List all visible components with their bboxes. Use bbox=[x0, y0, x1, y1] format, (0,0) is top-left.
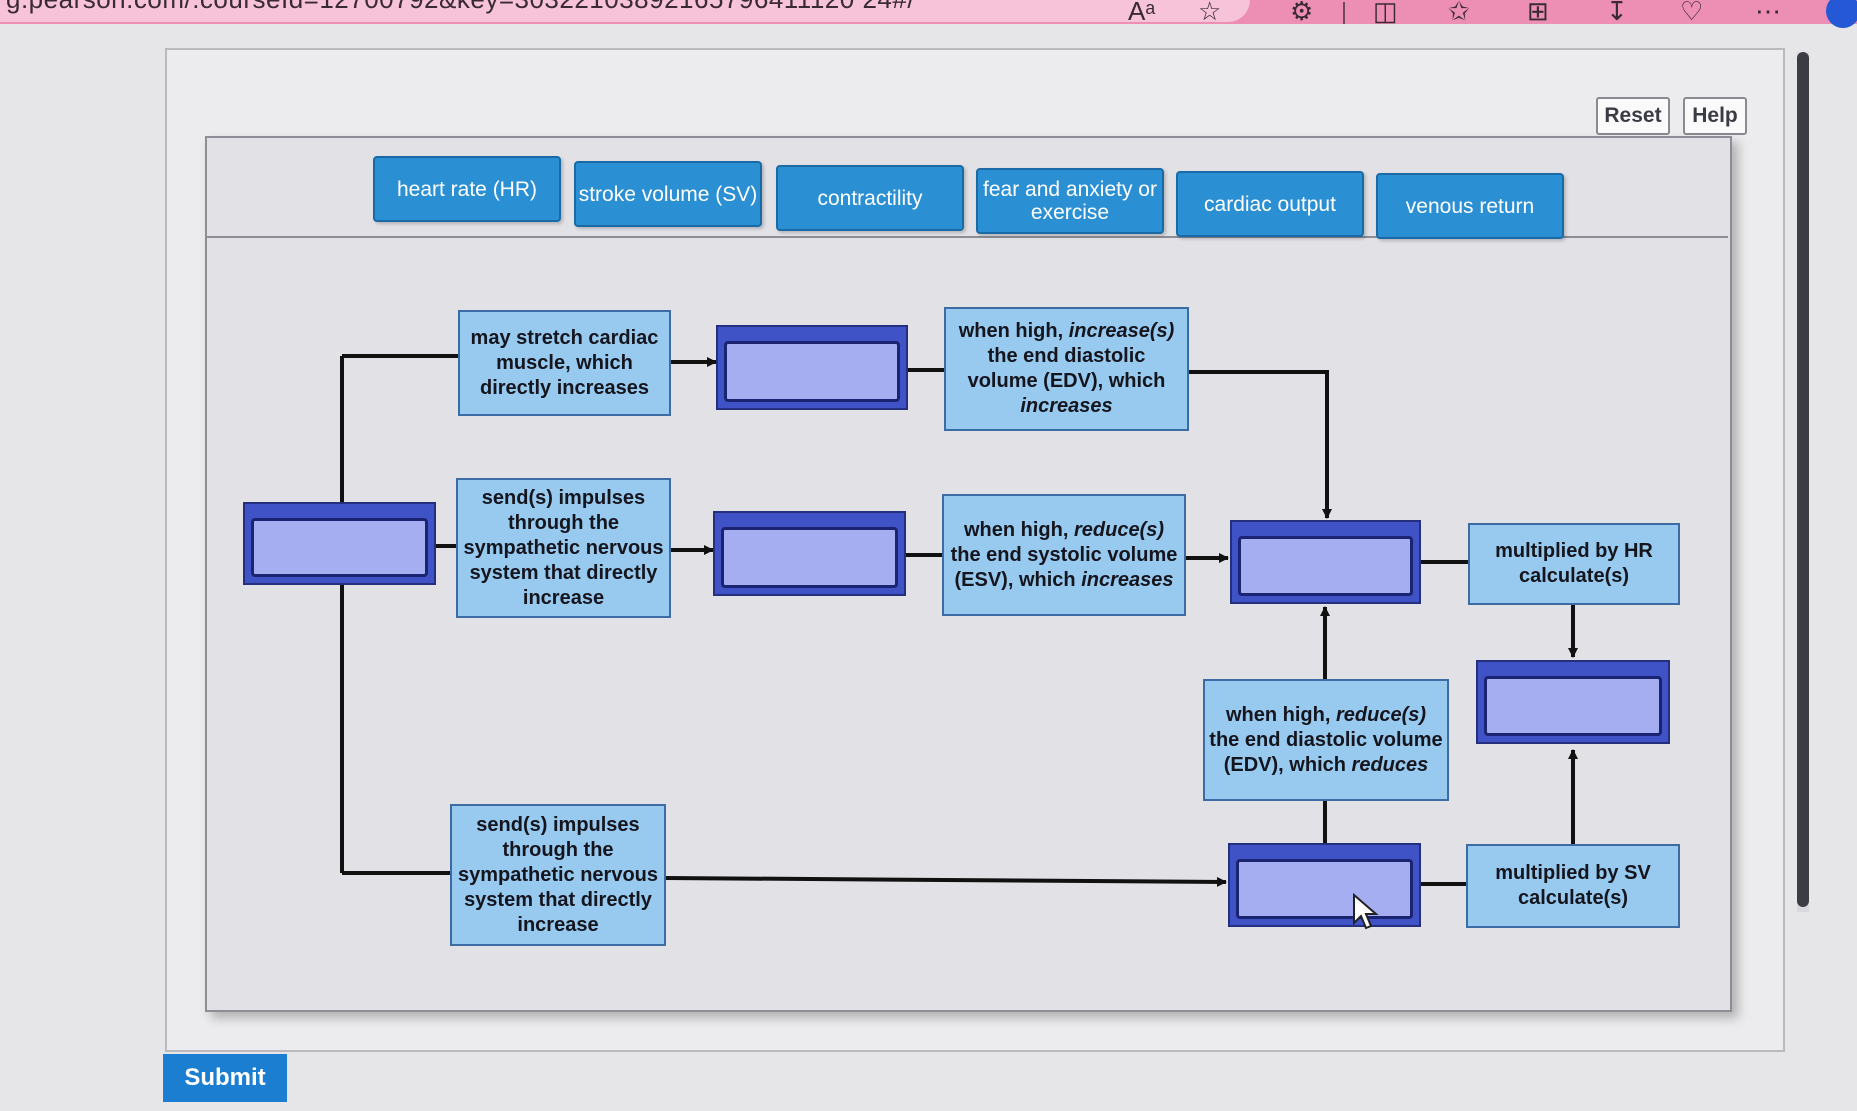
scrollbar-thumb[interactable] bbox=[1797, 52, 1809, 907]
address-bar[interactable]: g.pearson.com/.courseId=12700792&key=303… bbox=[0, 0, 1250, 22]
drop-target-center-well[interactable] bbox=[1238, 536, 1413, 596]
toolbar-separator bbox=[1343, 2, 1345, 24]
statement-stretch-cardiac-muscle: may stretch cardiac muscle, which direct… bbox=[458, 310, 671, 416]
label-chip-venous-return[interactable]: venous return bbox=[1376, 173, 1564, 239]
downloads-icon[interactable]: ↧ bbox=[1606, 0, 1628, 26]
label-chip-heart-rate[interactable]: heart rate (HR) bbox=[373, 156, 561, 222]
submit-button[interactable]: Submit bbox=[163, 1054, 287, 1102]
reset-button[interactable]: Reset bbox=[1596, 97, 1670, 135]
drop-target-row2-well[interactable] bbox=[721, 527, 898, 588]
collections-icon[interactable]: ⊞ bbox=[1527, 0, 1549, 26]
drop-target-source-well[interactable] bbox=[251, 518, 428, 577]
extensions-icon[interactable]: ⚙ bbox=[1290, 0, 1314, 26]
statement-edv-increase-text: when high, increase(s) the end diastolic… bbox=[958, 320, 1175, 417]
health-icon[interactable]: ♡ bbox=[1680, 0, 1704, 26]
label-chip-stroke-volume[interactable]: stroke volume (SV) bbox=[574, 161, 762, 227]
drop-target-row1-well[interactable] bbox=[724, 341, 900, 402]
drop-target-row2[interactable] bbox=[713, 511, 906, 596]
label-chip-contractility[interactable]: contractility bbox=[776, 165, 964, 231]
drop-target-bottom-well[interactable] bbox=[1236, 859, 1413, 919]
label-bank bbox=[205, 136, 1728, 238]
mouse-cursor-icon bbox=[1353, 893, 1379, 930]
drop-target-right-well[interactable] bbox=[1484, 676, 1662, 736]
favorites-list-icon[interactable]: ✩ bbox=[1448, 0, 1470, 26]
help-button[interactable]: Help bbox=[1683, 97, 1747, 135]
drop-target-row1[interactable] bbox=[716, 325, 908, 410]
statement-edv-reduce: when high, reduce(s) the end diastolic v… bbox=[1203, 679, 1449, 801]
statement-sympathetic-top: send(s) impulses through the sympathetic… bbox=[456, 478, 671, 618]
statement-sympathetic-bottom: send(s) impulses through the sympathetic… bbox=[450, 804, 666, 946]
statement-edv-reduce-text: when high, reduce(s) the end diastolic v… bbox=[1209, 703, 1443, 776]
drop-target-source[interactable] bbox=[243, 502, 436, 585]
more-icon[interactable]: ⋯ bbox=[1755, 0, 1781, 26]
address-bar-url: g.pearson.com/.courseId=12700792&key=303… bbox=[6, 0, 915, 15]
split-screen-icon[interactable]: ◫ bbox=[1373, 0, 1398, 26]
drop-target-right[interactable] bbox=[1476, 660, 1670, 744]
drop-target-bottom[interactable] bbox=[1228, 843, 1421, 927]
favorite-star-icon[interactable]: ☆ bbox=[1198, 0, 1222, 26]
profile-icon[interactable] bbox=[1826, 0, 1857, 28]
label-chip-fear-anxiety-exercise[interactable]: fear and anxiety or exercise bbox=[976, 168, 1164, 234]
statement-multiplied-by-hr: multiplied by HR calculate(s) bbox=[1468, 523, 1680, 605]
statement-esv-reduce-text: when high, reduce(s) the end systolic vo… bbox=[950, 518, 1178, 591]
statement-multiplied-by-sv: multiplied by SV calculate(s) bbox=[1466, 844, 1680, 928]
read-aloud-icon[interactable]: Aᵃ bbox=[1128, 0, 1156, 26]
drop-target-center[interactable] bbox=[1230, 520, 1421, 604]
label-chip-cardiac-output[interactable]: cardiac output bbox=[1176, 171, 1364, 237]
statement-esv-reduce: when high, reduce(s) the end systolic vo… bbox=[942, 494, 1186, 616]
statement-edv-increase: when high, increase(s) the end diastolic… bbox=[944, 307, 1189, 431]
